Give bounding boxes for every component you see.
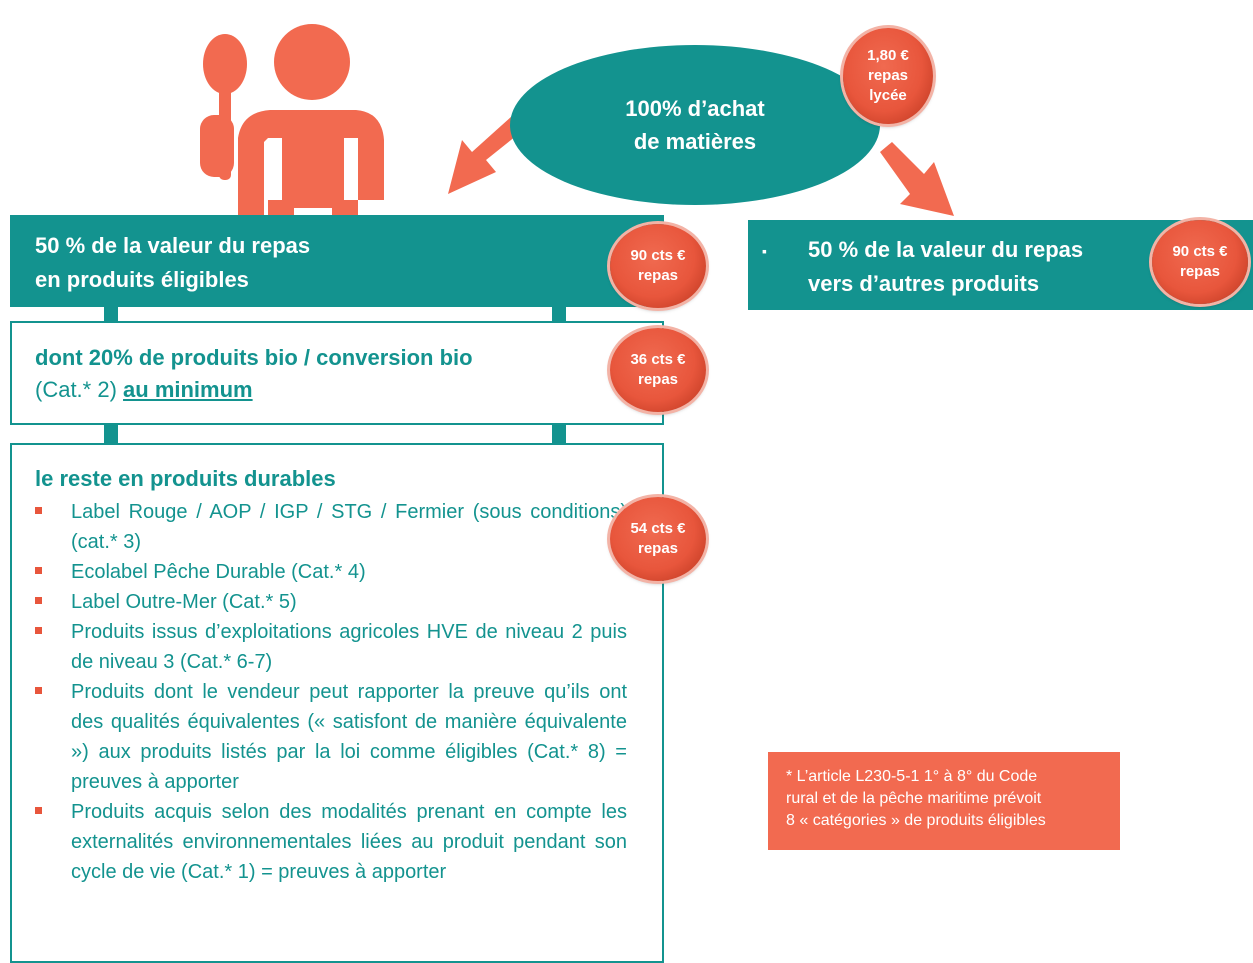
footnote-box: * L’article L230-5-1 1° à 8° du Code rur… (768, 752, 1120, 850)
other-line-1: 50 % de la valeur du repas (808, 237, 1084, 262)
durable-item: Produits acquis selon des modalités pren… (35, 797, 627, 887)
organic-sub-prefix: (Cat.* 2) (35, 377, 124, 402)
price-badge-other: 90 cts € repas (1152, 220, 1248, 304)
durable-list: Label Rouge / AOP / IGP / STG / Fermier … (35, 497, 662, 887)
price-badge-durable: 54 cts € repas (610, 497, 706, 581)
eligible-line-1: 50 % de la valeur du repas (35, 233, 311, 258)
ellipse-line-1: 100% d’achat (625, 96, 765, 121)
footnote-line-1: * L’article L230-5-1 1° à 8° du Code (786, 768, 1038, 785)
badge-durable-line-1: 54 cts € (630, 520, 686, 537)
other-products-bullet: ▪ (762, 243, 767, 259)
arrow-down-right-icon (880, 142, 954, 216)
badge-other-line-1: 90 cts € (1172, 243, 1228, 260)
chef-icon (190, 20, 390, 220)
badge-organic-line-1: 36 cts € (630, 351, 686, 368)
durable-item: Ecolabel Pêche Durable (Cat.* 4) (35, 557, 627, 587)
footnote-line-3: 8 « catégories » de produits éligibles (786, 812, 1046, 829)
footnote-line-2: rural et de la pêche maritime prévoit (786, 790, 1042, 807)
organic-sub-emphasis: au minimum (123, 377, 253, 402)
connector-right-1 (552, 307, 566, 321)
organic-title: dont 20% de produits bio / conversion bi… (35, 345, 473, 370)
total-purchase-ellipse: 100% d’achat de matières (510, 45, 880, 205)
connector-left-2 (104, 425, 118, 443)
organic-subtitle: (Cat.* 2) au minimum (35, 374, 662, 406)
durable-item: Label Outre-Mer (Cat.* 5) (35, 587, 627, 617)
durable-item: Produits issus d’exploitations agricoles… (35, 617, 627, 677)
other-line-2: vers d’autres produits (808, 271, 1040, 296)
badge-other-line-2: repas (1179, 263, 1221, 280)
organic-products-box: dont 20% de produits bio / conversion bi… (10, 321, 664, 425)
badge-total-line-1: 1,80 € (867, 47, 909, 64)
durable-item: Label Rouge / AOP / IGP / STG / Fermier … (35, 497, 627, 557)
badge-organic-line-2: repas (637, 371, 679, 388)
badge-durable-line-2: repas (637, 540, 679, 557)
connector-left-1 (104, 307, 118, 321)
price-badge-eligible: 90 cts € repas (610, 224, 706, 308)
connector-right-2 (552, 425, 566, 443)
ellipse-line-2: de matières (633, 129, 757, 154)
arrow-down-left-icon (448, 116, 526, 194)
price-badge-total: 1,80 € repas lycée (843, 28, 933, 124)
badge-eligible-line-2: repas (637, 267, 679, 284)
badge-eligible-line-1: 90 cts € (630, 247, 686, 264)
durable-title: le reste en produits durables (35, 466, 336, 491)
badge-total-line-2: repas (867, 67, 909, 84)
price-badge-organic: 36 cts € repas (610, 328, 706, 412)
eligible-line-2: en produits éligibles (35, 267, 249, 292)
eligible-products-box: 50 % de la valeur du repas en produits é… (10, 215, 664, 307)
badge-total-line-3: lycée (869, 87, 907, 104)
durable-item: Produits dont le vendeur peut rapporter … (35, 677, 627, 797)
durable-products-box: le reste en produits durables Label Roug… (10, 443, 664, 963)
